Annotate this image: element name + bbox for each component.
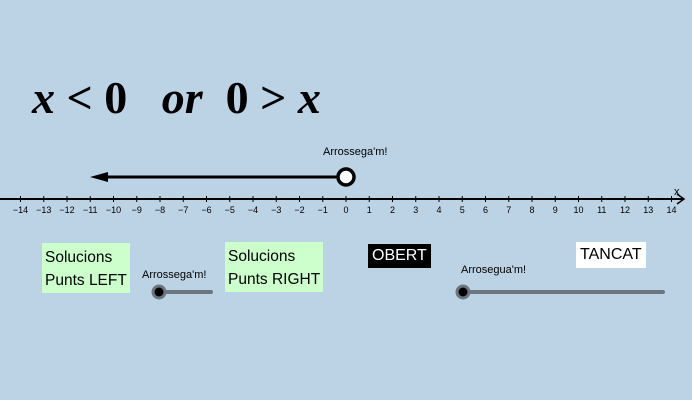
formula-greater-than: > <box>260 72 287 123</box>
drag-point-label: Arrossega'm! <box>323 146 388 158</box>
axis-tick-label: −8 <box>155 205 165 215</box>
axis-tick-label: 6 <box>483 205 488 215</box>
axis-tick-label: −4 <box>248 205 258 215</box>
solutions-left-button[interactable]: Solucions Punts LEFT <box>42 243 130 293</box>
formula-x-left: x <box>32 72 55 123</box>
axis-tick-label: −10 <box>106 205 121 215</box>
solution-arrow-head <box>90 172 108 182</box>
axis-tick-label: 9 <box>553 205 558 215</box>
axis-tick-label: 14 <box>666 205 676 215</box>
axis-tick-label: 13 <box>643 205 653 215</box>
axis-tick-label: 3 <box>413 205 418 215</box>
axis-tick-label: 4 <box>436 205 441 215</box>
axis-tick-label: −14 <box>13 205 28 215</box>
axis-tick-label: −9 <box>132 205 142 215</box>
axis-tick-label: 11 <box>597 205 606 215</box>
axis-tick-label: 8 <box>529 205 534 215</box>
axis-tick-label: −6 <box>201 205 211 215</box>
formula-zero-left: 0 <box>104 72 128 123</box>
axis-arrow <box>676 193 686 205</box>
tancat-toggle[interactable]: TANCAT <box>576 242 646 268</box>
axis-tick-label: −2 <box>294 205 304 215</box>
solutions-left-line1: Solucions <box>45 249 113 266</box>
solutions-left-line2: Punts LEFT <box>45 272 127 289</box>
solutions-right-button[interactable]: Solucions Punts RIGHT <box>225 242 324 292</box>
axis-tick-label: 0 <box>343 205 348 215</box>
axis-tick-label: −13 <box>36 205 51 215</box>
axis-tick-label: 12 <box>620 205 630 215</box>
axis-tick-label: 1 <box>367 205 372 215</box>
axis-tick-label: 10 <box>573 205 583 215</box>
formula-zero-right: 0 <box>225 72 249 123</box>
axis-x-label: x <box>674 186 680 198</box>
draggable-point-open[interactable] <box>336 167 356 187</box>
obert-toggle[interactable]: OBERT <box>368 244 431 268</box>
axis-tick-label: 5 <box>460 205 465 215</box>
formula-less-than: < <box>66 72 93 123</box>
slider-right-handle-center <box>458 287 468 297</box>
axis-tick-label: −3 <box>271 205 281 215</box>
solutions-right-line1: Solucions <box>228 248 296 265</box>
solutions-right-line2: Punts RIGHT <box>228 271 321 288</box>
formula-x-right: x <box>297 72 321 123</box>
axis-tick-label: −7 <box>178 205 188 215</box>
axis-tick-label: −12 <box>59 205 74 215</box>
slider-left-label: Arrossega'm! <box>142 269 207 281</box>
slider-right-label: Arrosegua'm! <box>461 264 527 276</box>
axis-tick-label: −11 <box>83 205 98 215</box>
inequality-formula: x < 0 or 0 > x <box>32 70 321 126</box>
formula-or: or <box>161 72 203 123</box>
slider-left-handle-center <box>154 287 164 297</box>
axis-tick-label: −1 <box>318 205 328 215</box>
axis-tick-label: −5 <box>225 205 235 215</box>
axis-tick-label: 2 <box>390 205 395 215</box>
axis-tick-label: 7 <box>506 205 511 215</box>
